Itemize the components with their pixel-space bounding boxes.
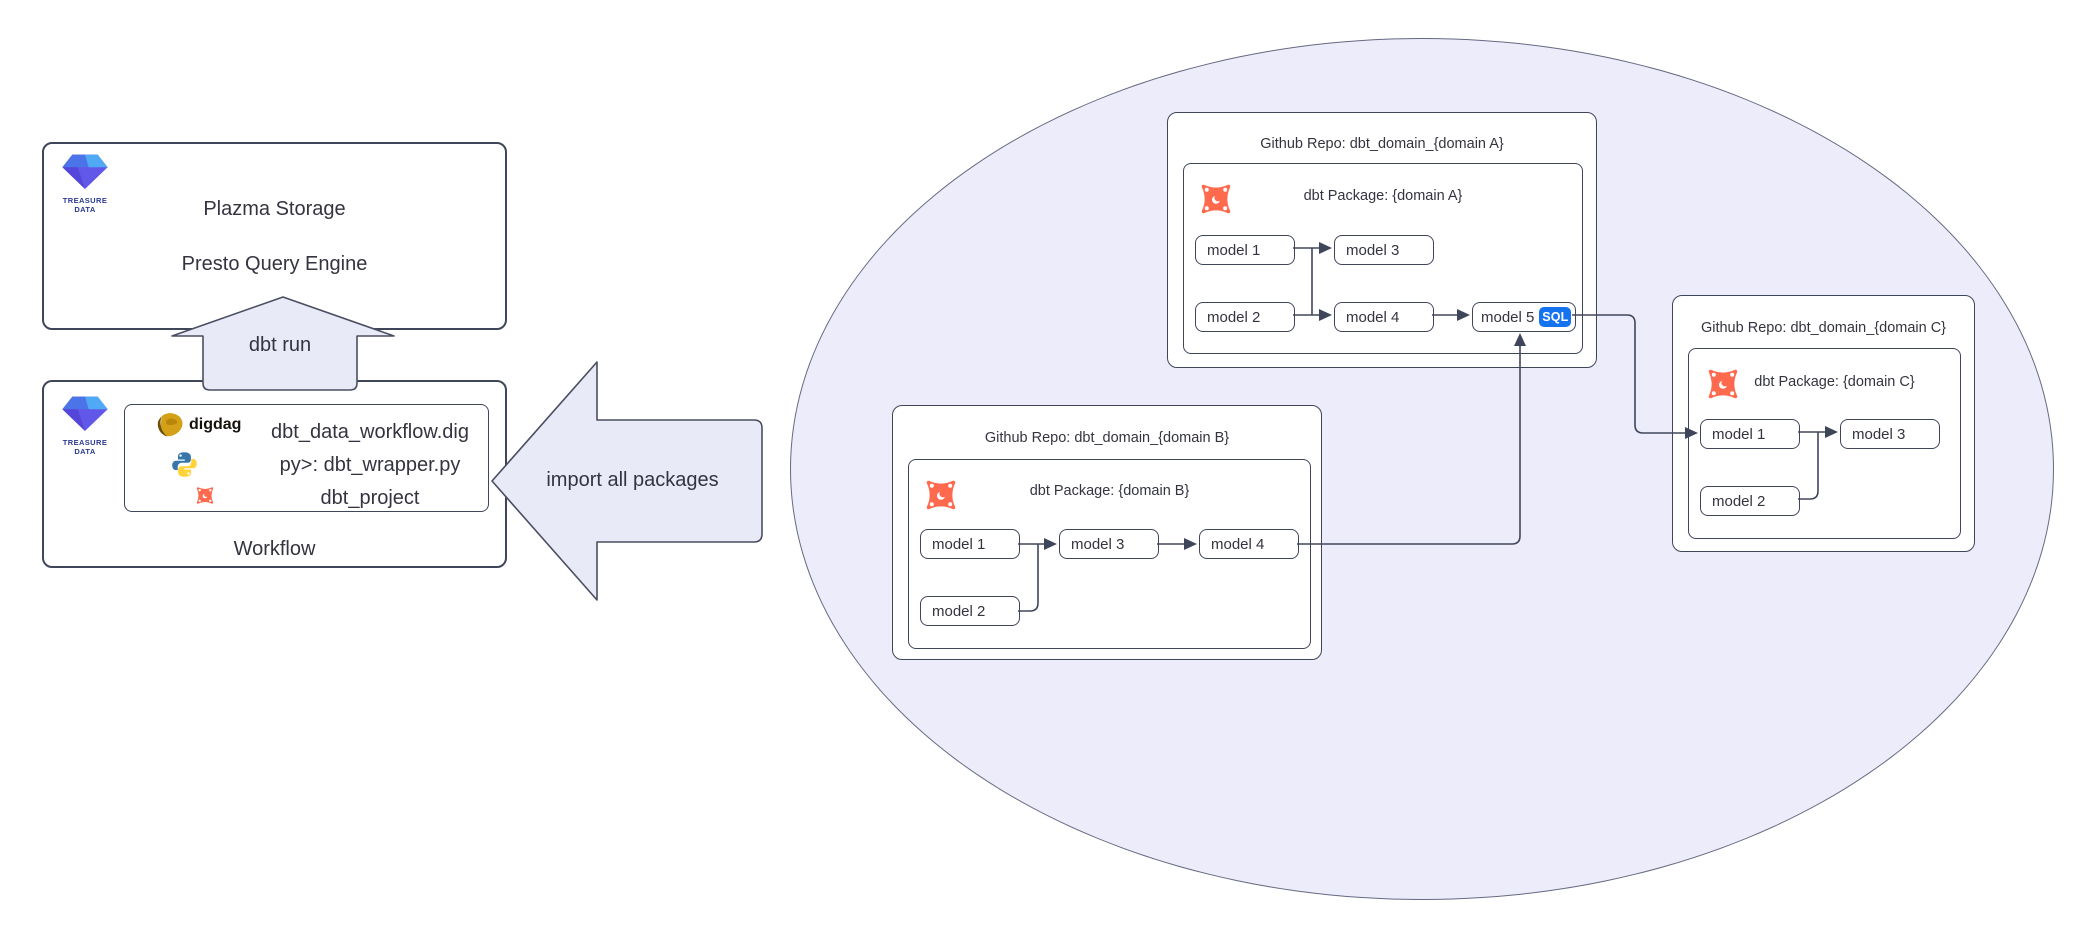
github-repo-box-domain-b: Github Repo: dbt_domain_{domain B} dbt P…	[892, 405, 1322, 660]
workflow-caption: Workflow	[233, 538, 316, 560]
treasure-data-logo: TREASURE DATA	[58, 393, 112, 456]
digdag-row: digdag	[155, 411, 241, 439]
model-box: model 3	[1840, 419, 1940, 449]
repo-title-domain-a: Github Repo: dbt_domain_{domain A}	[1260, 136, 1504, 152]
import-packages-label: import all packages	[546, 469, 719, 491]
package-label-domain-c: dbt Package: {domain C}	[1754, 374, 1915, 390]
model-label: model 4	[1346, 308, 1400, 326]
github-repo-box-domain-a: Github Repo: dbt_domain_{domain A} dbt P…	[1167, 112, 1597, 368]
model-label: model 2	[1207, 308, 1261, 326]
treasure-data-gem-icon	[62, 396, 108, 431]
model-box: model 3	[1059, 529, 1159, 559]
dbt-package-box-domain-c: dbt Package: {domain C} model 1 model 3 …	[1688, 348, 1961, 539]
sql-badge: SQL	[1539, 307, 1572, 327]
td-brand-line1: TREASURE	[62, 438, 108, 447]
digdag-icon	[157, 413, 183, 437]
dbt-icon	[1201, 184, 1231, 214]
workflow-box: TREASURE DATA digdag	[42, 380, 507, 568]
dbt-icon	[1708, 369, 1738, 399]
td-brand-line2: DATA	[74, 205, 96, 214]
dbt-run-label: dbt run	[248, 334, 312, 356]
workflow-files-box: digdag dbt_data_workflow.dig py>: dbt_wr…	[124, 404, 489, 512]
digdag-label: digdag	[189, 416, 242, 433]
github-repo-box-domain-c: Github Repo: dbt_domain_{domain C} dbt P…	[1672, 295, 1975, 552]
workflow-dbt-project: dbt_project	[320, 487, 420, 509]
model-label: model 4	[1211, 535, 1265, 553]
workflow-dig-file: dbt_data_workflow.dig	[271, 421, 469, 443]
model-box-with-sql: model 5 SQL	[1472, 302, 1576, 332]
model-label: model 5	[1481, 308, 1535, 326]
treasure-data-logo: TREASURE DATA	[58, 151, 112, 214]
repo-title-domain-b: Github Repo: dbt_domain_{domain B}	[984, 430, 1230, 446]
model-label: model 1	[932, 535, 986, 553]
model-label: model 3	[1346, 241, 1400, 259]
package-label-domain-b: dbt Package: {domain B}	[1029, 483, 1190, 499]
plazma-storage-label: Plazma Storage	[203, 198, 346, 220]
model-label: model 3	[1071, 535, 1125, 553]
model-box: model 4	[1199, 529, 1299, 559]
repo-title-domain-c: Github Repo: dbt_domain_{domain C}	[1700, 320, 1947, 336]
model-label: model 2	[1712, 492, 1766, 510]
python-icon	[172, 452, 197, 477]
model-label: model 2	[932, 602, 986, 620]
treasure-data-gem-icon	[62, 154, 108, 189]
model-box: model 2	[1700, 486, 1800, 516]
presto-query-engine-label: Presto Query Engine	[181, 253, 368, 275]
dbt-icon	[196, 487, 214, 504]
dbt-package-box-domain-a: dbt Package: {domain A} model 1 model 3 …	[1183, 163, 1583, 354]
dbt-icon	[926, 480, 956, 510]
model-box: model 1	[1195, 235, 1295, 265]
model-label: model 1	[1207, 241, 1261, 259]
model-box: model 1	[920, 529, 1020, 559]
workflow-file-list: dbt_data_workflow.dig py>: dbt_wrapper.p…	[240, 405, 500, 510]
package-label-domain-a: dbt Package: {domain A}	[1303, 188, 1463, 204]
plazma-storage-box: TREASURE DATA Plazma Storage Presto Quer…	[42, 142, 507, 330]
model-box: model 2	[1195, 302, 1295, 332]
workflow-py-file: py>: dbt_wrapper.py	[279, 454, 461, 476]
td-brand-line1: TREASURE	[62, 196, 108, 205]
model-box: model 2	[920, 596, 1020, 626]
model-box: model 4	[1334, 302, 1434, 332]
model-box: model 1	[1700, 419, 1800, 449]
model-label: model 1	[1712, 425, 1766, 443]
dbt-package-box-domain-b: dbt Package: {domain B} model 1 model 3 …	[908, 459, 1311, 649]
td-brand-line2: DATA	[74, 447, 96, 456]
model-label: model 3	[1852, 425, 1906, 443]
model-box: model 3	[1334, 235, 1434, 265]
